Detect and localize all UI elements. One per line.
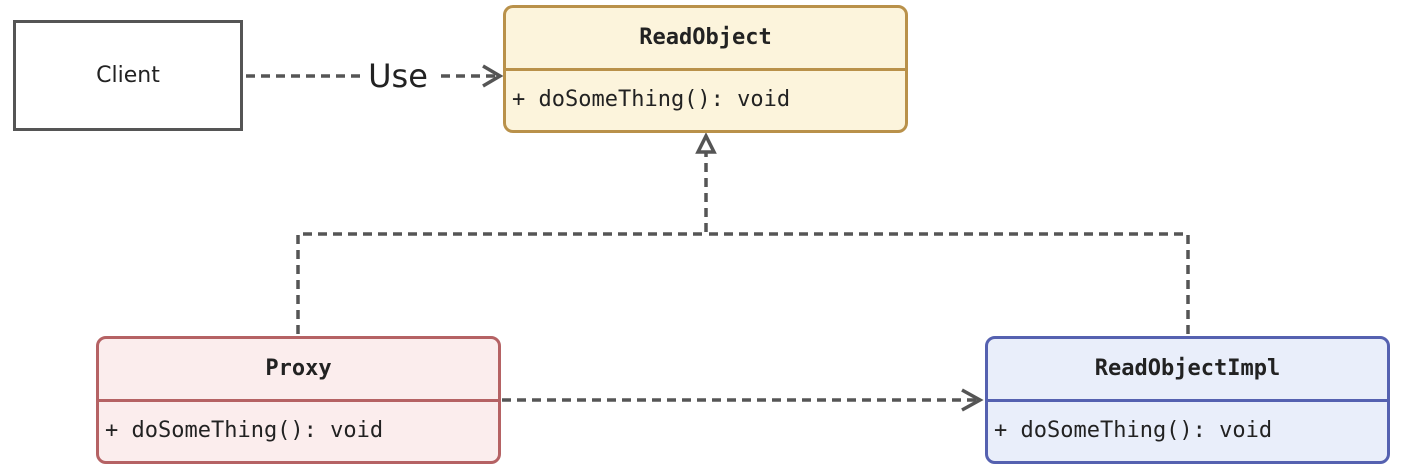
class-read-object[interactable]: ReadObject + doSomeThing(): void [503,5,908,133]
impl-realization-line [706,232,1190,334]
client-box[interactable]: Client [13,20,243,131]
client-label: Client [96,63,160,88]
realization-hollow-arrowhead [695,132,717,154]
impl-open-arrowhead [961,388,984,412]
class-read-object-impl[interactable]: ReadObjectImpl + doSomeThing(): void [985,336,1390,464]
class-read-object-name: ReadObject [506,8,905,71]
class-proxy-name: Proxy [99,339,498,402]
use-open-arrowhead [482,64,504,88]
class-read-object-impl-operation: + doSomeThing(): void [994,418,1273,443]
class-read-object-impl-name: ReadObjectImpl [988,339,1387,402]
class-proxy-operation: + doSomeThing(): void [105,418,384,443]
class-proxy[interactable]: Proxy + doSomeThing(): void [96,336,501,464]
use-relation-label: Use [360,54,436,98]
proxy-realization-line [296,150,708,334]
class-read-object-operation: + doSomeThing(): void [512,87,791,112]
